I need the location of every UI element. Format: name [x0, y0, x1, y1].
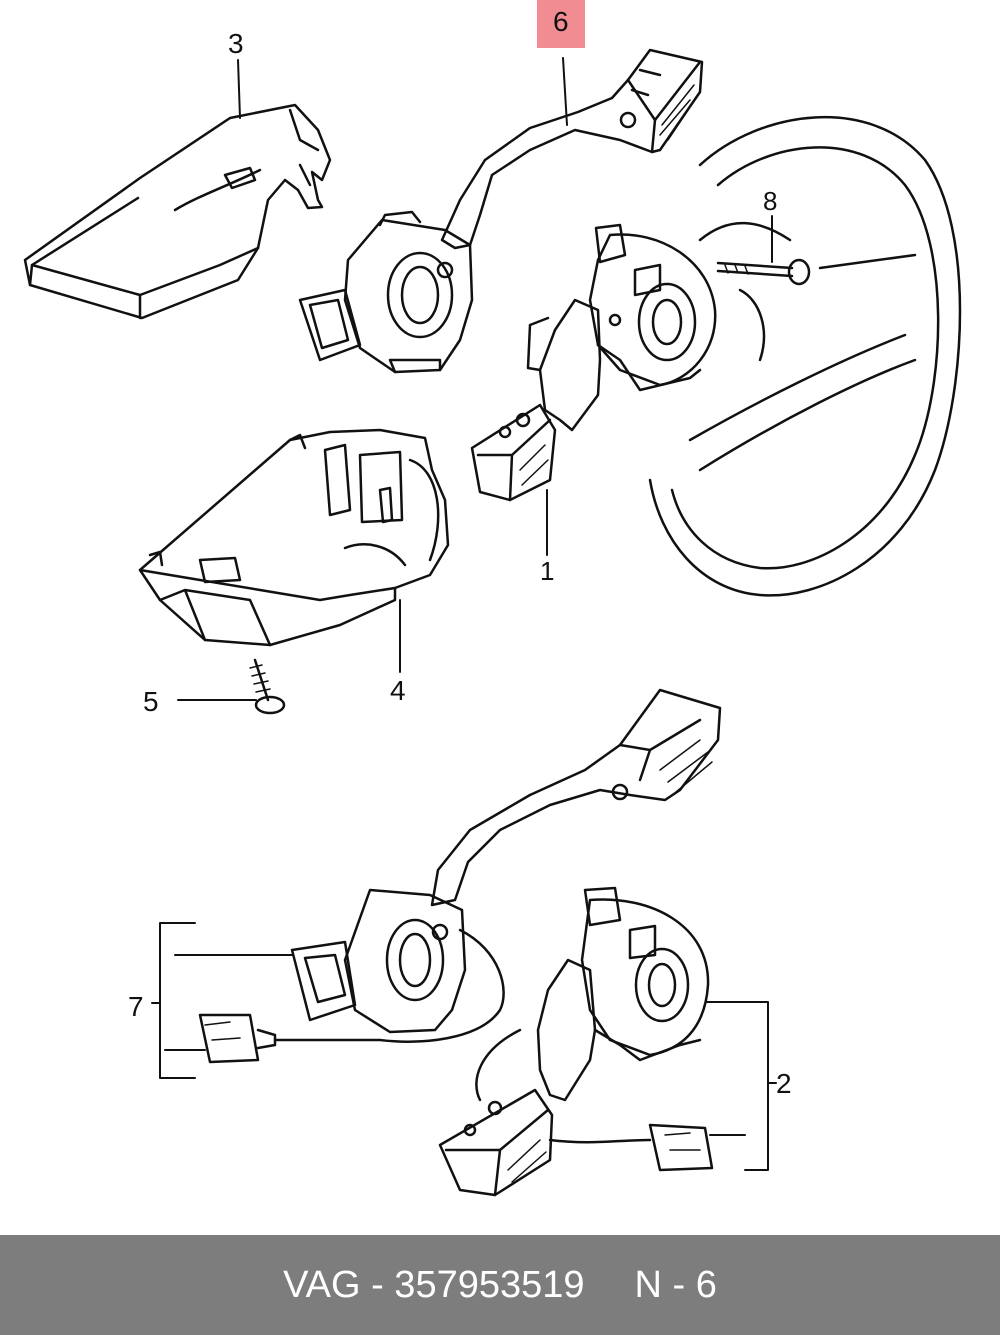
callout-1: 1 [540, 556, 555, 586]
bolt [718, 260, 809, 284]
callout-2: 2 [776, 1068, 792, 1099]
indicator-switch-lower-assembly [440, 888, 712, 1195]
screw [250, 660, 284, 713]
indicator-switch-upper [472, 225, 715, 500]
part-number-footer: VAG - 357953519 N - 6 [0, 1235, 1000, 1335]
callout-4: 4 [390, 675, 406, 706]
upper-column-trim [25, 105, 330, 318]
wiper-switch-upper [300, 50, 702, 372]
exploded-parts-diagram [0, 0, 1000, 1232]
part-number-label: VAG - 357953519 [283, 1263, 585, 1306]
callout-8: 8 [763, 186, 778, 216]
leader-lines [152, 58, 776, 1170]
callout-7: 7 [128, 991, 144, 1022]
callout-6: 6 [537, 0, 585, 48]
wiper-switch-lower-assembly [200, 690, 720, 1062]
callout-5: 5 [143, 686, 159, 717]
position-label: N - 6 [634, 1263, 717, 1306]
steering-wheel [650, 117, 960, 595]
lower-column-trim [140, 430, 448, 645]
callout-3: 3 [228, 28, 244, 59]
